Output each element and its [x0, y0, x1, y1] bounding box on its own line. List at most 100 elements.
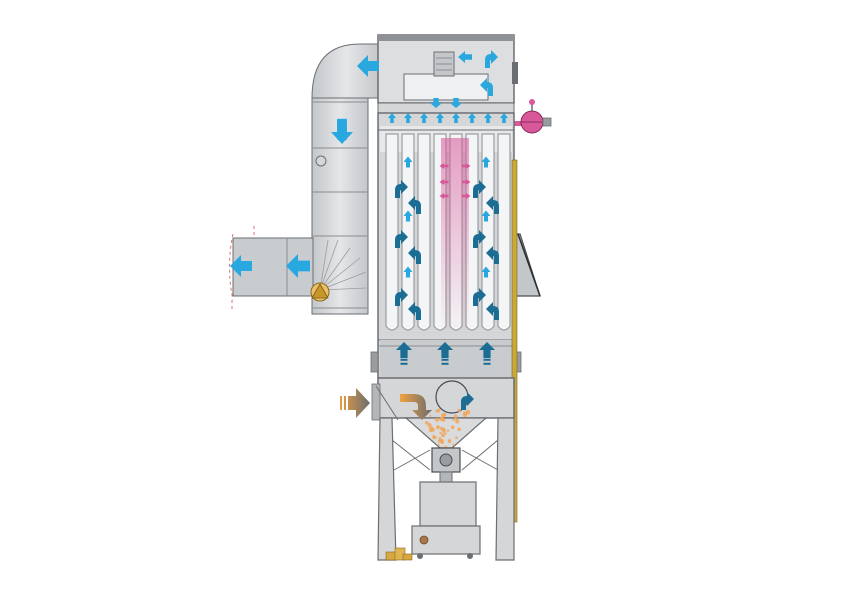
- bag-outlet-arrow-icon: [468, 113, 476, 123]
- bag-outlet-arrow-icon: [404, 113, 412, 123]
- explosion-vent: [513, 233, 541, 297]
- exhaust-arrow-icon: [357, 55, 379, 77]
- rotary-valve: [431, 447, 461, 483]
- bin-icon: [411, 525, 481, 559]
- dust-bags-icon: [385, 547, 413, 561]
- pulse-arrow-icon: [461, 179, 471, 185]
- arrow-stripe: [483, 362, 491, 365]
- dust-collection-bin: [411, 481, 481, 559]
- fan-arrow-icon: [458, 51, 472, 63]
- pulse-arrow-icon: [439, 179, 449, 185]
- dust-particle: [457, 408, 461, 412]
- arrow-stripe: [483, 354, 491, 357]
- dust-particle: [441, 433, 445, 438]
- arrow-stripe: [483, 358, 491, 361]
- dust-particle: [437, 443, 440, 446]
- flow-arrows: [230, 50, 508, 420]
- bag-arrow-icon: [481, 210, 491, 222]
- dust-particle: [450, 425, 455, 430]
- dust-particle: [435, 417, 440, 422]
- bag-curl-icon: [408, 246, 421, 264]
- dust-particle: [436, 408, 441, 413]
- bag-outlet-arrow-icon: [436, 113, 444, 123]
- dust-particle: [446, 429, 450, 432]
- filter-bag-icon: [497, 133, 511, 331]
- valve-icon: [431, 447, 461, 473]
- filter-bag-icon: [481, 133, 495, 331]
- bag-curl-icon: [395, 230, 408, 248]
- filter-bag-icon: [417, 133, 431, 331]
- arrow-stripe: [337, 130, 347, 134]
- upflow-stripes: [441, 350, 449, 365]
- bag-curl-icon: [408, 302, 421, 320]
- upflow-arrow-icon: [396, 342, 412, 358]
- hopper-curl-icon: [461, 392, 474, 410]
- arrow-stripe: [400, 354, 408, 357]
- bag-arrow-icon: [403, 266, 413, 278]
- bag-outlet-arrow-icon: [500, 113, 508, 123]
- dust-particle: [452, 418, 455, 422]
- fan-curl-icon: [480, 78, 493, 96]
- exhaust-duct: [229, 43, 381, 315]
- pulse-arrow-icon: [461, 163, 471, 169]
- dust-particle: [443, 413, 447, 417]
- arrow-stripe: [441, 354, 449, 357]
- bag-curl-icon: [486, 302, 499, 320]
- bag-curl-icon: [395, 180, 408, 198]
- bag-curl-icon: [473, 180, 486, 198]
- air-tank-icon: [520, 99, 552, 134]
- arrow-stripe: [400, 350, 408, 353]
- dust-particle: [439, 426, 444, 431]
- filter-chamber: [370, 112, 522, 379]
- bag-outlet-arrow-icon: [388, 113, 396, 123]
- bag-outlet-arrow-icon: [452, 113, 460, 123]
- bag-arrow-icon: [403, 156, 413, 168]
- bag-outlet-arrow-icon: [484, 113, 492, 123]
- dust-particle: [453, 414, 458, 419]
- arrow-stripe: [337, 118, 347, 122]
- dust-particle: [439, 431, 442, 435]
- fan-curl-icon: [485, 50, 498, 68]
- arrow-stripe: [400, 362, 408, 365]
- dust-particle: [439, 438, 445, 444]
- arrow-stripe: [346, 396, 348, 410]
- inlet-arrow-icon: [338, 388, 370, 418]
- upflow-arrow-icon: [437, 342, 453, 358]
- filter-bag-icon: [385, 133, 399, 331]
- inner-inlet-arrow-body: [400, 394, 432, 420]
- pulse-arrow-icon: [439, 193, 449, 199]
- support-legs: [377, 417, 515, 561]
- dust-particle: [427, 423, 432, 428]
- bag-curl-icon: [486, 246, 499, 264]
- upflow-stripes: [483, 350, 491, 365]
- fan-housing: [377, 34, 518, 114]
- arrow-stripe: [338, 396, 340, 410]
- bag-arrow-icon: [403, 210, 413, 222]
- dust-particle: [444, 432, 447, 435]
- fan-arrow-icon: [430, 98, 442, 108]
- bag-arrow-icon: [481, 266, 491, 278]
- arrow-stripe: [342, 396, 344, 410]
- arrow-stripe: [483, 350, 491, 353]
- fan-motor-icon: [433, 51, 455, 77]
- bag-curl-icon: [473, 230, 486, 248]
- arrow-stripe: [441, 362, 449, 365]
- bag-curl-icon: [395, 288, 408, 306]
- upflow-arrow-icon: [479, 342, 495, 358]
- arrow-stripe: [337, 124, 347, 128]
- inner-inlet-arrow-icon: [400, 394, 432, 420]
- bag-curl-icon: [408, 196, 421, 214]
- pulse-arrow-icon: [461, 193, 471, 199]
- actuator-icon: [310, 282, 330, 302]
- dust-particle: [455, 436, 458, 440]
- dust-particle: [424, 421, 429, 425]
- inlet-arrow-body: [338, 388, 370, 418]
- arrow-stripe: [441, 358, 449, 361]
- dust-particle: [452, 443, 455, 447]
- bag-curl-icon: [473, 288, 486, 306]
- dust-particle: [463, 413, 467, 417]
- dust-particle: [429, 429, 433, 432]
- arrow-stripe: [337, 136, 347, 140]
- arrow-stripe: [441, 350, 449, 353]
